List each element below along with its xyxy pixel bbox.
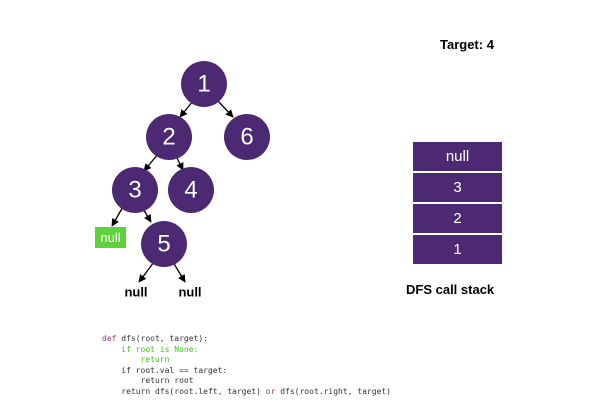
edge-5-null-right — [172, 261, 186, 283]
node-label: 4 — [184, 177, 197, 204]
node-circle — [168, 167, 214, 213]
node-circle — [112, 167, 158, 213]
code-line: return root — [140, 376, 194, 385]
edge-1-2 — [179, 100, 194, 118]
tree-node-6: 6 — [224, 114, 270, 160]
code-line: return dfs(root.left, target) or dfs(roo… — [121, 386, 391, 396]
node-label: 2 — [162, 124, 175, 151]
edge-2-3 — [143, 153, 159, 172]
tree-node-4: 4 — [168, 167, 214, 213]
node-label: 5 — [157, 231, 170, 258]
tree-node-3: 3 — [112, 167, 158, 213]
node-label: 6 — [240, 124, 253, 151]
node-label: 1 — [197, 71, 210, 98]
call-stack-caption: DFS call stack — [406, 282, 495, 297]
code-line: def dfs(root, target): — [102, 334, 208, 343]
target-label: Target: 4 — [440, 37, 494, 52]
code-line: return — [140, 355, 170, 364]
stack-frame: 2 — [413, 204, 502, 233]
stack-frame: 1 — [413, 235, 502, 264]
tree-node-5: 5 — [141, 221, 187, 267]
node-circle — [224, 114, 270, 160]
edge-5-null-left — [138, 261, 155, 283]
node-circle — [146, 114, 192, 160]
null-label: null — [100, 230, 120, 245]
code-line: if root is None: — [121, 344, 199, 354]
node-circle — [141, 221, 187, 267]
null-leaf: null — [124, 285, 147, 300]
stack-frame: null — [413, 142, 502, 171]
node-circle — [181, 61, 227, 107]
stack-frame: 3 — [413, 173, 502, 202]
null-leaf: null — [178, 285, 201, 300]
code-line: if root.val == target: — [121, 365, 228, 375]
tree-node-1: 1 — [181, 61, 227, 107]
null-highlight-box — [95, 227, 126, 248]
null-leaf-highlighted: null — [95, 227, 126, 248]
call-stack: null 3 2 1 — [413, 142, 502, 266]
code-snippet: def dfs(root, target): if root is None: … — [102, 334, 391, 397]
node-label: 3 — [128, 177, 141, 204]
edge-1-6 — [217, 100, 234, 118]
tree-node-2: 2 — [146, 114, 192, 160]
